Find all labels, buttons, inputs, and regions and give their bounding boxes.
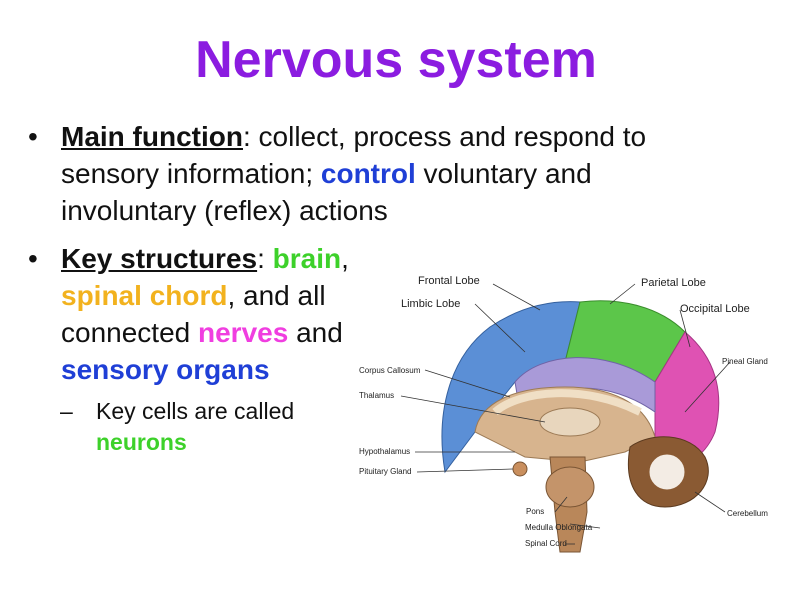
cerebellum-label: Cerebellum bbox=[727, 509, 768, 518]
sub-bullet-dash: – bbox=[60, 398, 73, 424]
key-text-2: and bbox=[288, 317, 343, 348]
key-text-1: , and all connected bbox=[61, 280, 326, 348]
spinal-chord-keyword: spinal chord bbox=[61, 280, 228, 311]
pituitary-gland-label: Pituitary Gland bbox=[359, 467, 411, 476]
bullet-main-function: • Main function: collect, process and re… bbox=[28, 118, 728, 229]
control-keyword: control bbox=[320, 158, 416, 189]
main-function-text-1: : collect, process and respond to sensor… bbox=[61, 121, 647, 189]
slide-title: Nervous system bbox=[195, 31, 597, 89]
thalamus-label: Thalamus bbox=[359, 391, 394, 400]
key-structures-term: Key structures bbox=[61, 243, 258, 274]
spinal-cord-label: Spinal Cord bbox=[525, 539, 567, 548]
corpus-callosum-shape bbox=[492, 389, 642, 416]
sensory-organs-keyword: sensory organs bbox=[61, 354, 270, 385]
occipital-lobe-label: Occipital Lobe bbox=[680, 303, 750, 315]
main-function-text-2: voluntary and involuntary (reflex) actio… bbox=[61, 158, 592, 226]
medulla-oblongata-label: Medulla Oblongata bbox=[525, 523, 593, 532]
key-separator: : bbox=[257, 243, 273, 274]
brain-keyword: brain bbox=[272, 243, 342, 274]
leader-lines bbox=[400, 283, 731, 545]
main-function-term: Main function bbox=[61, 121, 243, 152]
brain-diagram: Frontal Lobe Parietal Lobe Limbic Lobe O… bbox=[359, 275, 768, 553]
key-comma: , bbox=[341, 243, 349, 274]
cerebellum-tree-shape bbox=[648, 453, 686, 491]
bullet-dot: • bbox=[28, 121, 38, 152]
bullet-dot: • bbox=[28, 243, 38, 274]
sub-bullet-neurons: – Key cells are called neurons bbox=[60, 396, 340, 458]
parietal-lobe-label: Parietal Lobe bbox=[641, 277, 706, 289]
hypothalamus-label: Hypothalamus bbox=[359, 447, 410, 456]
corpus-callosum-label: Corpus Callosum bbox=[359, 366, 421, 375]
frontal-lobe-label: Frontal Lobe bbox=[418, 275, 480, 287]
thalamus-shape bbox=[539, 407, 601, 437]
pituitary-shape bbox=[512, 461, 528, 477]
nerves-keyword: nerves bbox=[198, 317, 289, 348]
neurons-lead-text: Key cells are called bbox=[96, 398, 295, 424]
bullet-key-structures: • Key structures: brain, spinal chord, an… bbox=[28, 240, 388, 388]
brain-illustration bbox=[441, 300, 720, 553]
neurons-keyword: neurons bbox=[96, 429, 187, 455]
bullet-main-text: Main function: collect, process and resp… bbox=[61, 118, 728, 229]
pons-shape bbox=[545, 466, 595, 508]
pineal-gland-label: Pineal Gland bbox=[722, 357, 768, 366]
pons-label: Pons bbox=[526, 507, 544, 516]
sub-bullet-text: Key cells are called neurons bbox=[96, 396, 340, 458]
limbic-lobe-label: Limbic Lobe bbox=[401, 298, 460, 310]
bullet-key-text: Key structures: brain, spinal chord, and … bbox=[61, 240, 388, 388]
